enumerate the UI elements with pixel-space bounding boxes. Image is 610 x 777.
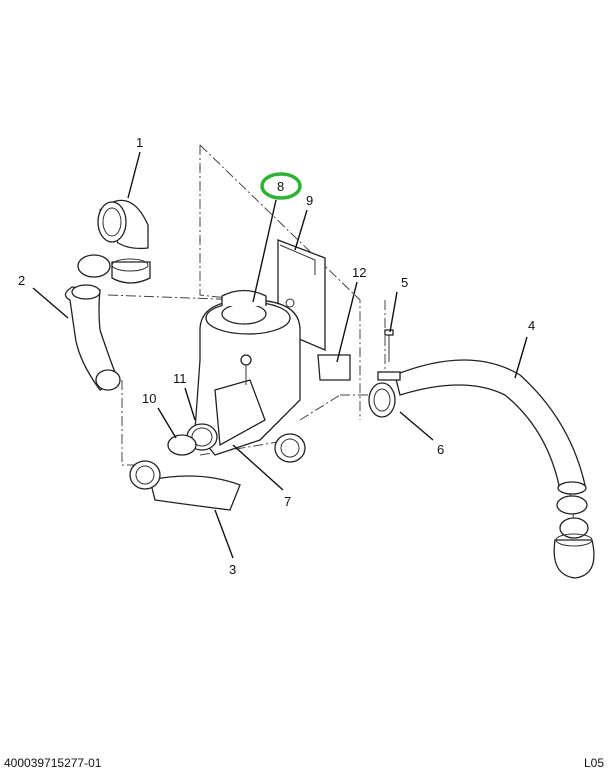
callout-5[interactable]: 5	[401, 275, 408, 290]
part-4-hose[interactable]	[394, 359, 595, 579]
callout-10[interactable]: 10	[142, 391, 156, 406]
part-number: 400039715277-01	[4, 756, 102, 770]
part-2-hose[interactable]	[64, 284, 121, 391]
callout-9[interactable]: 9	[306, 193, 313, 208]
callout-12[interactable]: 12	[352, 265, 366, 280]
callout-1[interactable]: 1	[136, 135, 143, 150]
sheet-code: L05	[583, 756, 604, 770]
phantom-lines	[107, 144, 576, 531]
part-3-hose[interactable]	[129, 433, 306, 511]
callout-4[interactable]: 4	[528, 318, 535, 333]
leader-lines	[32, 151, 528, 559]
part-6-clamp[interactable]	[368, 371, 401, 418]
callout-6[interactable]: 6	[437, 442, 444, 457]
callout-2[interactable]: 2	[18, 273, 25, 288]
part-clamp-upper[interactable]	[77, 254, 151, 284]
part-7-air-cleaner[interactable]	[186, 289, 301, 456]
part-10-clamp[interactable]	[167, 434, 197, 456]
callout-11[interactable]: 11	[173, 371, 187, 386]
highlight-ring	[260, 172, 302, 200]
part-1-elbow[interactable]	[97, 199, 149, 250]
callout-7[interactable]: 7	[284, 494, 291, 509]
callout-3[interactable]: 3	[229, 562, 236, 577]
part-5-bolt[interactable]	[384, 329, 394, 362]
callout-8[interactable]: 8	[277, 179, 284, 194]
part-12-bracket[interactable]	[317, 354, 351, 381]
